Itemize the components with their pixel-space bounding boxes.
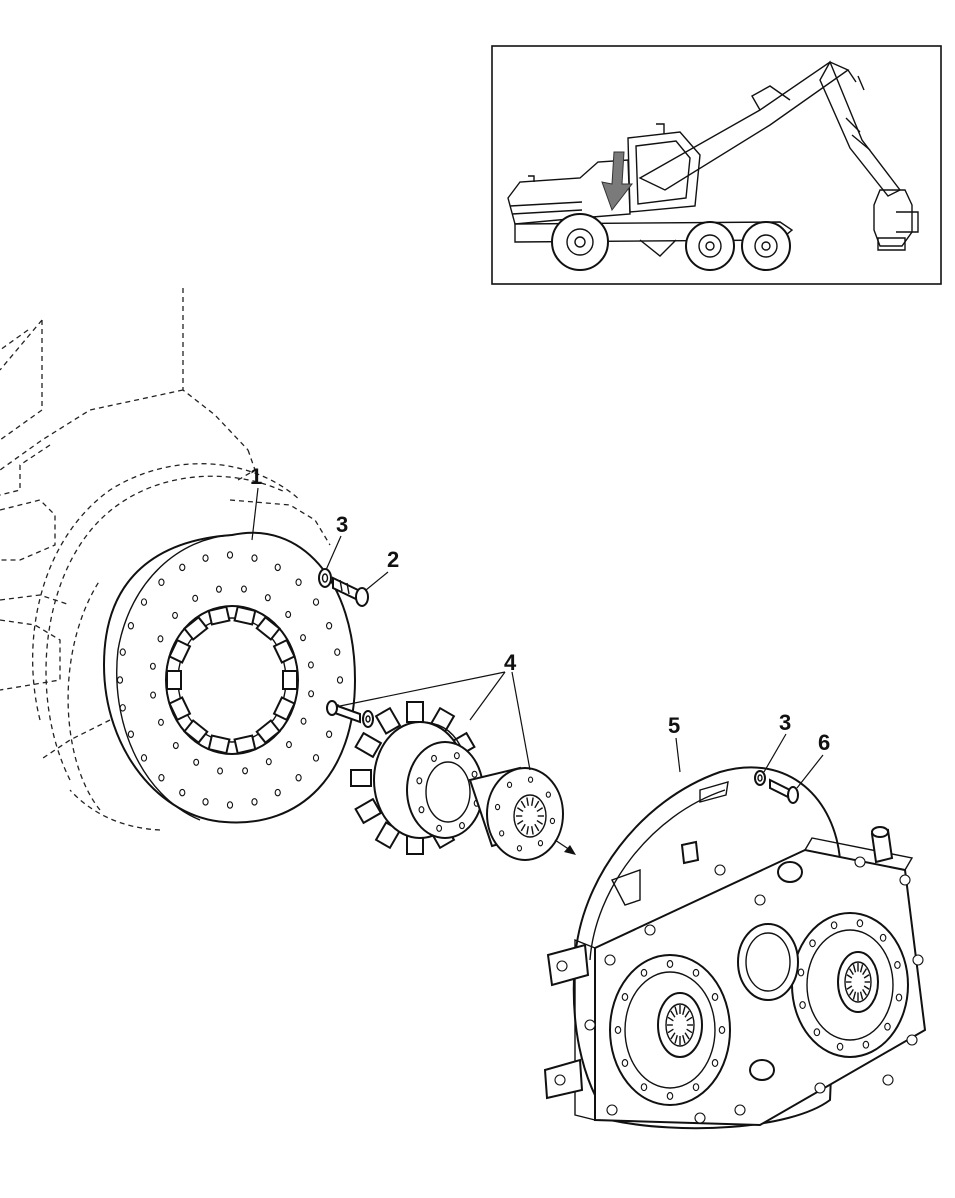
callout-4: 4 [504,650,517,675]
washer-part-3-upper [318,568,332,588]
coupling-part-4 [326,700,576,861]
callout-5: 5 [668,713,680,738]
callout-6: 6 [818,730,830,755]
engine-block-outline [0,288,331,761]
flywheel-part-1 [102,531,357,824]
callout-3-lower: 3 [779,710,791,735]
washer-part-3-lower [754,770,766,786]
machine-locator-inset [491,45,942,285]
callout-3-upper: 3 [336,512,348,537]
callout-1: 1 [250,464,262,489]
leader-lines [251,487,824,789]
pump-gearbox-part-5 [543,766,927,1130]
bolt-part-6 [769,778,799,804]
callout-2: 2 [387,547,399,572]
callout-labels: 1 2 3 4 5 3 6 [250,464,830,755]
bolt-part-2 [332,576,369,607]
